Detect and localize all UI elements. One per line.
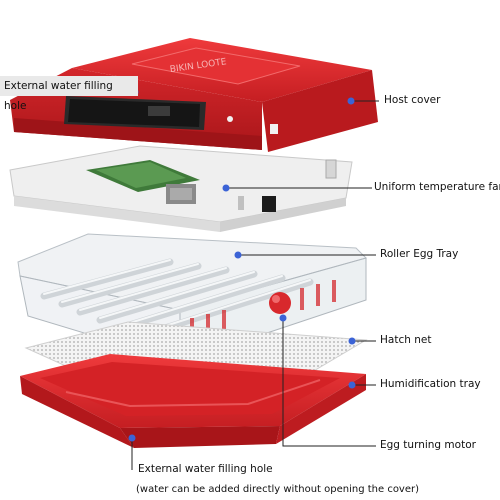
- label-external-water-filling-hole-bottom: External water filling hole: [138, 463, 273, 475]
- label-hatch-net: Hatch net: [380, 334, 432, 346]
- label-host-cover: Host cover: [384, 94, 441, 106]
- label-humidification-tray: Humidification tray: [380, 378, 481, 390]
- leader-lines: [131, 100, 379, 470]
- label-egg-turning-motor: Egg turning motor: [380, 439, 476, 451]
- humidification-tray: [20, 354, 366, 448]
- label-roller-egg-tray: Roller Egg Tray: [380, 248, 459, 260]
- fan-board-layer: [9, 145, 353, 232]
- label-external-water-filling-hole-top: External water filling hole: [0, 76, 138, 112]
- label-uniform-temperature-fan: Uniform temperature fan: [374, 181, 500, 193]
- label-water-note: (water can be added directly without ope…: [136, 484, 420, 495]
- roller-egg-tray: [17, 233, 367, 363]
